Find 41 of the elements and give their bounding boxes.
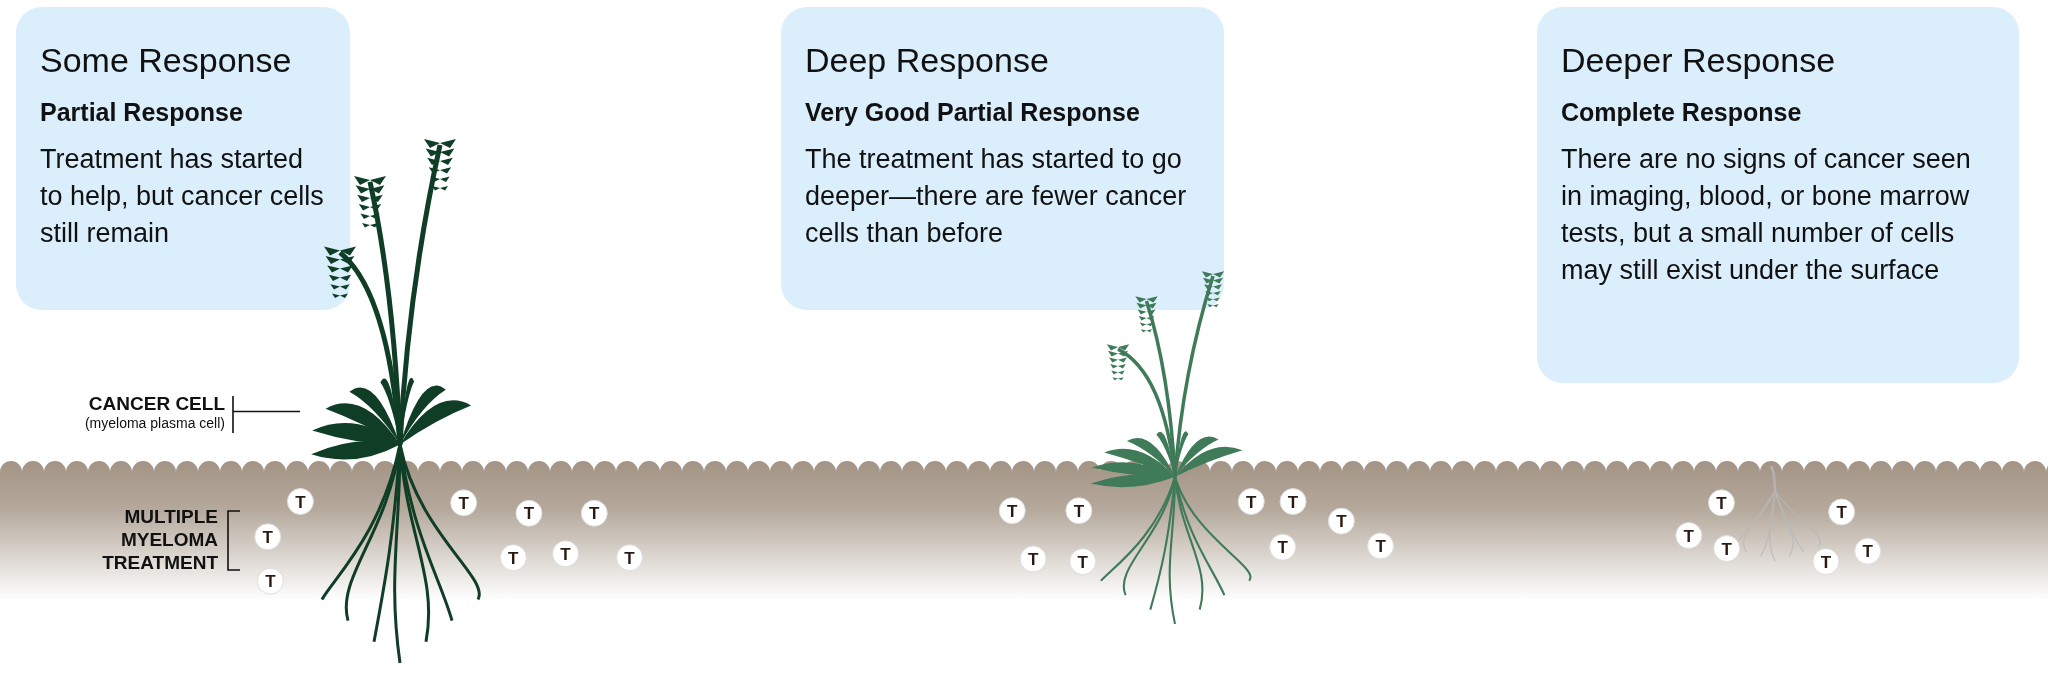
t-cell-marker: T — [254, 523, 282, 551]
callout-card — [1537, 7, 2019, 383]
card-description: Treatment has started to help, but cancer cells still remain — [40, 143, 325, 250]
leader-line — [232, 395, 301, 434]
callout-card — [781, 7, 1224, 310]
t-cell-marker: T — [1237, 488, 1265, 516]
t-cell-marker: T — [552, 540, 580, 568]
t-cell-marker: T — [256, 567, 284, 595]
card-subheading: Complete Response — [1561, 98, 1803, 127]
annotation-label: MULTIPLE MYELOMA TREATMENT — [101, 505, 218, 574]
t-cell-marker: T — [1828, 498, 1856, 526]
t-cell-marker: T — [1019, 545, 1047, 573]
t-cell-marker: T — [286, 488, 314, 516]
leader-line — [227, 510, 241, 571]
card-heading: Deeper Response — [1561, 41, 1837, 80]
t-cell-marker: T — [1279, 488, 1307, 516]
t-cell-marker: T — [1367, 532, 1395, 560]
t-cell-marker: T — [450, 489, 478, 517]
t-cell-marker: T — [1269, 533, 1297, 561]
card-description: There are no signs of cancer seen in imaging, blood, or bone marrow tests, but a small number of cells may still exist under the surface — [1561, 143, 1972, 287]
annotation-label: CANCER CELL — [87, 392, 225, 415]
t-cell-marker: T — [1707, 489, 1735, 517]
card-subheading: Very Good Partial Response — [805, 98, 1141, 127]
card-heading: Some Response — [40, 41, 293, 80]
t-cell-marker: T — [1675, 522, 1703, 549]
t-cell-marker: T — [580, 499, 608, 527]
card-subheading: Partial Response — [40, 98, 244, 127]
card-description: The treatment has started to go deeper—there are fewer cancer cells than before — [805, 143, 1188, 250]
t-cell-marker: T — [1854, 537, 1882, 565]
t-cell-marker: T — [998, 497, 1026, 525]
t-cell-marker: T — [1713, 535, 1741, 563]
t-cell-marker: T — [499, 544, 527, 572]
t-cell-marker: T — [1065, 497, 1093, 525]
t-cell-marker: T — [616, 544, 644, 572]
t-cell-marker: T — [515, 499, 543, 527]
t-cell-marker: T — [1327, 507, 1355, 535]
card-heading: Deep Response — [805, 41, 1050, 80]
annotation-label: (myeloma plasma cell) — [83, 415, 225, 431]
t-cell-marker: T — [1069, 548, 1097, 576]
t-cell-marker: T — [1812, 548, 1840, 576]
callout-card — [16, 7, 350, 310]
